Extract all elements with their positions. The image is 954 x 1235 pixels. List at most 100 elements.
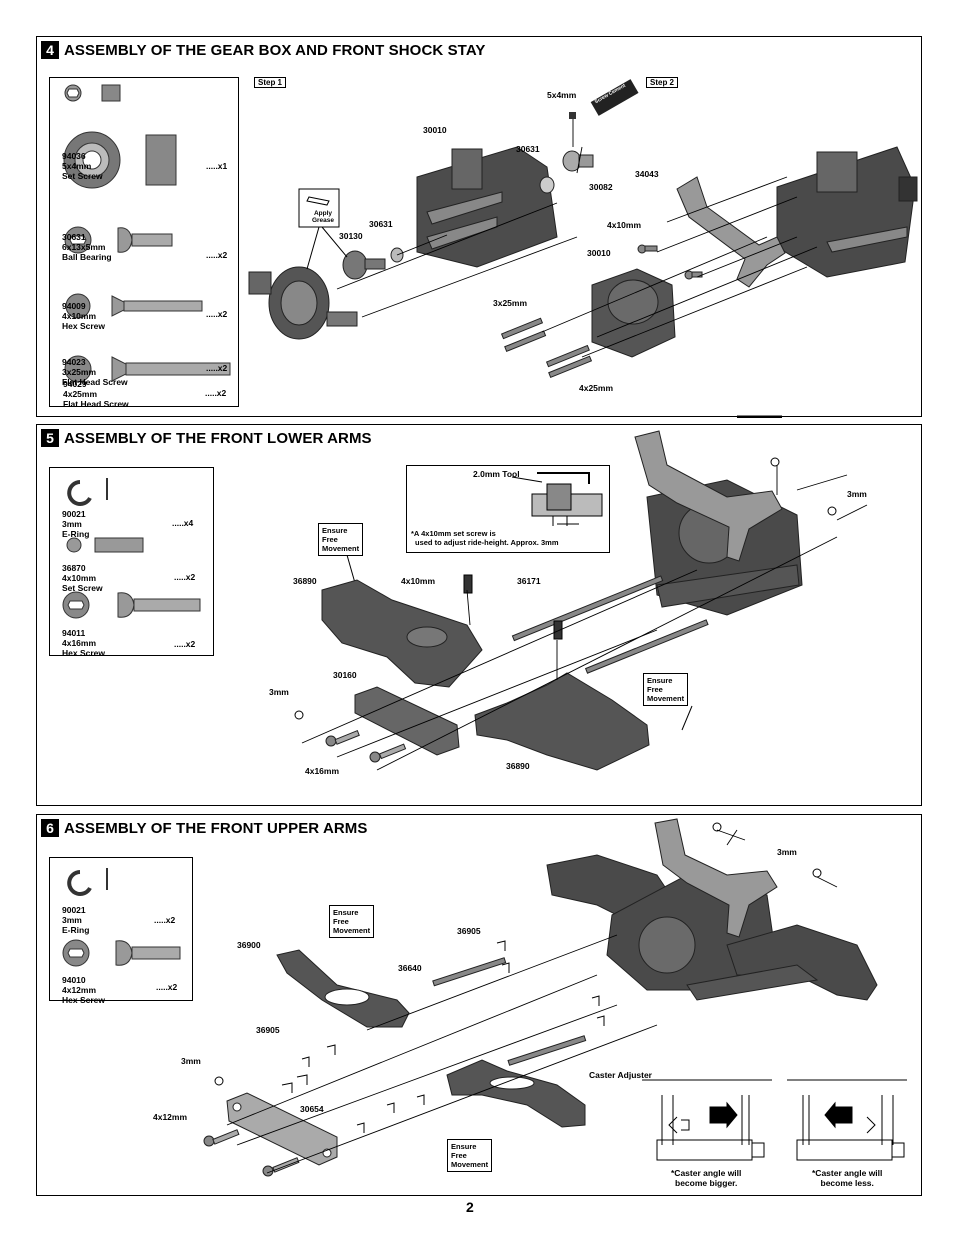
label-30631: 30631 <box>516 144 540 154</box>
section-title: ASSEMBLY OF THE FRONT UPPER ARMS <box>64 819 368 837</box>
lower-arm-b <box>474 672 650 771</box>
label-30082: 30082 <box>589 182 613 192</box>
gearbox-half <box>416 146 558 268</box>
label-apply-grease: Apply Grease <box>311 210 335 224</box>
label-3mm: 3mm <box>777 847 797 857</box>
part-qty: .....x4 <box>172 518 194 528</box>
lower-arms-diagram <box>294 430 868 771</box>
caster-plate <box>226 1092 338 1166</box>
label-30654: 30654 <box>300 1104 324 1114</box>
caster-diagram-bigger <box>642 1079 772 1161</box>
differential <box>248 266 358 340</box>
label-36890: 36890 <box>506 761 530 771</box>
step-number: 6 <box>41 819 59 837</box>
section-header: 4 ASSEMBLY OF THE GEAR BOX AND FRONT SHO… <box>41 41 486 59</box>
label-36890: 36890 <box>293 576 317 586</box>
label-30631: 30631 <box>369 219 393 229</box>
label-36905: 36905 <box>256 1025 280 1035</box>
label-36905: 36905 <box>457 926 481 936</box>
tool-note-line2: used to adjust ride-height. Approx. 3mm <box>415 538 559 547</box>
parts-illustrations <box>63 84 231 383</box>
label-3mm: 3mm <box>181 1056 201 1066</box>
part-qty: .....x2 <box>206 309 228 319</box>
upper-arm-a <box>276 949 410 1028</box>
section-gear-box: 4 ASSEMBLY OF THE GEAR BOX AND FRONT SHO… <box>36 36 922 418</box>
part-qty: .....x2 <box>205 388 227 398</box>
step-number: 5 <box>41 429 59 447</box>
upper-arm-b <box>446 1059 586 1128</box>
part-qty: .....x1 <box>206 161 228 171</box>
label-36171: 36171 <box>517 576 541 586</box>
label-34043: 34043 <box>635 169 659 179</box>
gearbox-cover <box>591 268 676 358</box>
page-number: 2 <box>466 1199 474 1215</box>
gearbox-diagram <box>248 79 918 418</box>
gearbox-assembly <box>646 479 803 616</box>
part-qty: .....x2 <box>206 363 228 373</box>
part-qty: .....x2 <box>156 982 178 992</box>
tool-callout: 2.0mm Tool *A 4x10mm set screw is used t… <box>406 465 610 553</box>
section-header: 6 ASSEMBLY OF THE FRONT UPPER ARMS <box>41 819 368 837</box>
step-1-label: Step 1 <box>254 77 287 88</box>
shock-stay <box>676 176 786 288</box>
label-5x4mm: 5x4mm <box>547 90 577 100</box>
section-title: ASSEMBLY OF THE GEAR BOX AND FRONT SHOCK… <box>64 41 486 59</box>
part-qty: .....x2 <box>206 250 228 260</box>
label-36640: 36640 <box>398 963 422 973</box>
step-number: 4 <box>41 41 59 59</box>
part-qty: .....x2 <box>174 639 196 649</box>
label-3mm: 3mm <box>847 489 867 499</box>
section-header: 5 ASSEMBLY OF THE FRONT LOWER ARMS <box>41 429 372 447</box>
shock-stay <box>654 818 778 938</box>
label-30130: 30130 <box>339 231 363 241</box>
parts-illustrations <box>62 868 181 967</box>
parts-illustrations <box>62 478 201 619</box>
label-30010: 30010 <box>587 248 611 258</box>
gearbox-assembled <box>776 146 918 278</box>
step-2-label: Step 2 <box>646 77 679 88</box>
shock-stay <box>634 430 783 562</box>
label-caster-adjuster: Caster Adjuster <box>589 1070 652 1080</box>
part-qty: .....x2 <box>174 572 196 582</box>
caster-diagram-less <box>787 1079 907 1161</box>
part-qty: .....x2 <box>154 915 176 925</box>
label-4x25mm: 4x25mm <box>579 383 614 393</box>
label-4x12mm: 4x12mm <box>153 1112 188 1122</box>
hinge-mount <box>354 686 460 756</box>
label-4x16mm: 4x16mm <box>305 766 340 776</box>
label-4x10mm: 4x10mm <box>607 220 642 230</box>
label-tool: 2.0mm Tool <box>473 469 520 479</box>
label-30160: 30160 <box>333 670 357 680</box>
label-3x25mm: 3x25mm <box>493 298 528 308</box>
label-4x10mm: 4x10mm <box>401 576 436 586</box>
label-3mm: 3mm <box>269 687 289 697</box>
tool-note-line1: *A 4x10mm set screw is <box>411 529 496 538</box>
section-front-upper-arms: 6 ASSEMBLY OF THE FRONT UPPER ARMS 90021… <box>36 814 922 1196</box>
label-30010: 30010 <box>423 125 447 135</box>
lower-arm-a <box>321 579 483 688</box>
section-front-lower-arms: 5 ASSEMBLY OF THE FRONT LOWER ARMS 90021… <box>36 424 922 806</box>
section-title: ASSEMBLY OF THE FRONT LOWER ARMS <box>64 429 372 447</box>
tool-illustration <box>511 472 603 526</box>
label-36900: 36900 <box>237 940 261 950</box>
upper-arms-diagram <box>203 818 907 1177</box>
